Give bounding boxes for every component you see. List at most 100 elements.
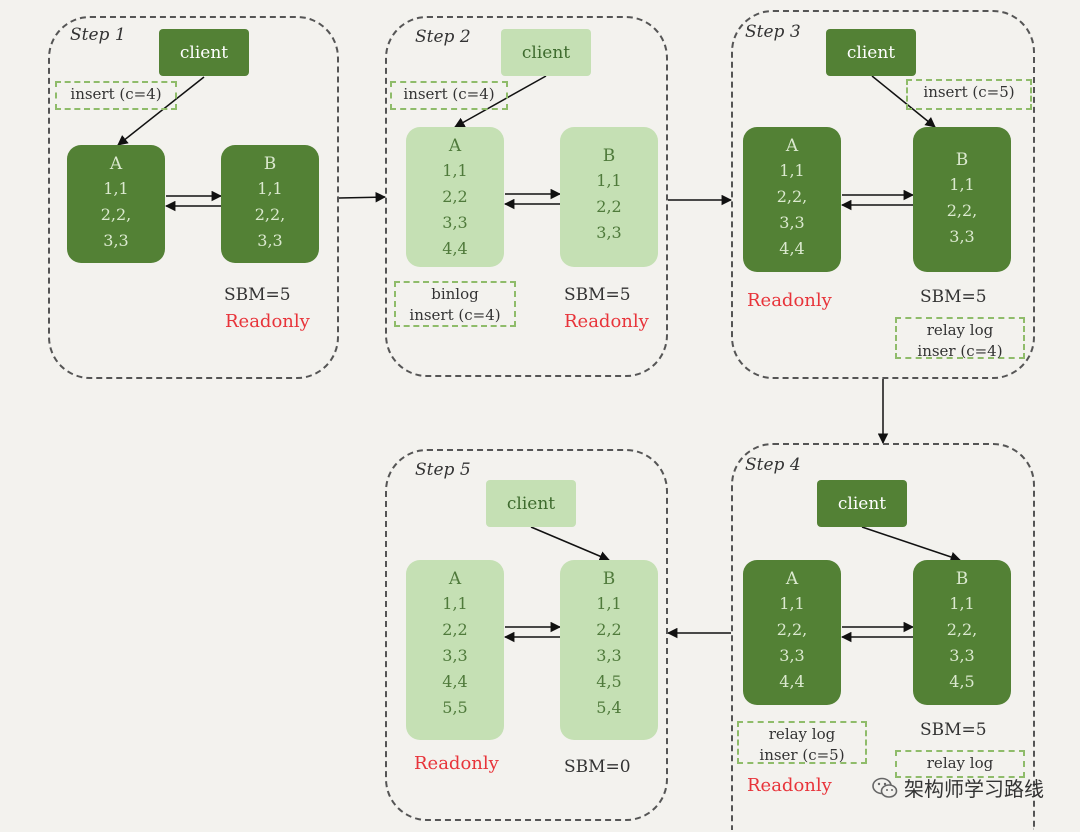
step-4-container (731, 443, 1035, 830)
db-title: B (955, 150, 969, 170)
step-2-binlog-note: binlog insert (c=4) (394, 281, 516, 327)
step-2-label: Step 2 (415, 27, 471, 47)
wechat-icon (872, 777, 898, 798)
step-4-client: client (817, 480, 907, 527)
db-row: 5,4 (596, 698, 622, 717)
db-row: 1,1 (442, 161, 468, 180)
db-row: 2,2, (254, 205, 286, 224)
db-title: B (955, 569, 969, 589)
db-row: 1,1 (596, 594, 622, 613)
step-5-sbm: SBM=0 (564, 757, 631, 777)
step-2-client: client (501, 29, 591, 76)
relay-line-1: relay log (768, 725, 836, 743)
client-arrow-step5 (530, 526, 610, 562)
step-4-db-a: A 1,1 2,2, 3,3 4,4 (743, 560, 841, 705)
step-3-label: Step 3 (745, 22, 801, 42)
db-row: 2,2, (776, 620, 808, 639)
step-1-insert-note: insert (c=4) (55, 81, 177, 110)
step-5-container (385, 449, 668, 821)
client-arrow-step3 (871, 75, 936, 128)
db-row: 3,3 (257, 231, 283, 250)
db-row: 3,3 (949, 227, 975, 246)
step-4-readonly: Readonly (747, 775, 832, 796)
step-1-sbm: SBM=5 (224, 285, 291, 305)
db-title: B (602, 146, 616, 166)
db-title: B (602, 569, 616, 589)
db-row: 3,3 (779, 213, 805, 232)
db-row: 3,3 (596, 223, 622, 242)
step-2-insert-note: insert (c=4) (390, 81, 508, 110)
step-5-readonly: Readonly (414, 753, 499, 774)
db-row: 3,3 (779, 646, 805, 665)
db-row: 4,4 (442, 672, 468, 691)
db-row: 2,2, (100, 205, 132, 224)
db-title: A (785, 569, 799, 589)
step-3-container (731, 10, 1035, 379)
db-row: 4,4 (779, 672, 805, 691)
step-4-label: Step 4 (745, 455, 801, 475)
relay-line-2: inser (c=5) (759, 746, 845, 764)
step-4-relay-note-b: relay log (895, 750, 1025, 778)
step-1-db-a: A 1,1 2,2, 3,3 (67, 145, 165, 263)
step-4-sbm: SBM=5 (920, 720, 987, 740)
db-row: 3,3 (103, 231, 129, 250)
db-title: A (448, 569, 462, 589)
db-row: 1,1 (779, 161, 805, 180)
step-5-db-a: A 1,1 2,2 3,3 4,4 5,5 (406, 560, 504, 740)
step-2-sbm: SBM=5 (564, 285, 631, 305)
db-row: 1,1 (779, 594, 805, 613)
step-4-relay-note-a: relay log inser (c=5) (737, 721, 867, 764)
step-2-db-a: A 1,1 2,2 3,3 4,4 (406, 127, 504, 267)
step-2-db-b: B 1,1 2,2 3,3 (560, 127, 658, 267)
binlog-line-1: binlog (431, 285, 479, 303)
db-title: A (109, 154, 123, 174)
db-row: 4,4 (442, 239, 468, 258)
db-row: 5,5 (442, 698, 468, 717)
step-3-relay-note: relay log inser (c=4) (895, 317, 1025, 360)
step-3-sbm: SBM=5 (920, 287, 987, 307)
watermark-text: 架构师学习路线 (904, 777, 1044, 801)
db-row: 2,2 (442, 187, 468, 206)
step-1-container (48, 16, 339, 379)
db-row: 3,3 (949, 646, 975, 665)
step-1-db-b: B 1,1 2,2, 3,3 (221, 145, 319, 263)
db-row: 2,2, (946, 620, 978, 639)
db-row: 2,2 (596, 197, 622, 216)
watermark: 架构师学习路线 (872, 773, 1044, 802)
db-row: 2,2, (946, 201, 978, 220)
db-row: 1,1 (103, 179, 129, 198)
step-3-db-b: B 1,1 2,2, 3,3 (913, 127, 1011, 272)
db-title: A (785, 136, 799, 156)
db-row: 4,5 (596, 672, 622, 691)
db-row: 3,3 (596, 646, 622, 665)
db-row: 2,2 (442, 620, 468, 639)
db-row: 1,1 (949, 175, 975, 194)
flow-arrow-1-2 (338, 191, 387, 203)
step-5-label: Step 5 (415, 460, 471, 480)
db-row: 1,1 (442, 594, 468, 613)
db-title: A (448, 136, 462, 156)
step-1-client: client (159, 29, 249, 76)
client-arrow-step1 (117, 76, 205, 146)
db-row: 3,3 (442, 213, 468, 232)
db-row: 1,1 (949, 594, 975, 613)
db-row: 1,1 (257, 179, 283, 198)
step-1-label: Step 1 (70, 25, 126, 45)
binlog-line-2: insert (c=4) (409, 306, 501, 324)
step-5-db-b: B 1,1 2,2 3,3 4,5 5,4 (560, 560, 658, 740)
step-3-readonly: Readonly (747, 290, 832, 311)
relay-line-1: relay log (926, 754, 994, 772)
step-2-container (385, 16, 668, 377)
relay-line-1: relay log (926, 321, 994, 339)
step-5-client: client (486, 480, 576, 527)
db-row: 4,5 (949, 672, 975, 691)
client-arrow-step2 (454, 75, 547, 128)
db-title: B (263, 154, 277, 174)
db-row: 4,4 (779, 239, 805, 258)
db-row: 2,2 (596, 620, 622, 639)
step-2-readonly: Readonly (564, 311, 649, 332)
step-3-insert-note: insert (c=5) (906, 79, 1032, 110)
db-row: 3,3 (442, 646, 468, 665)
client-arrow-step4 (861, 526, 961, 562)
